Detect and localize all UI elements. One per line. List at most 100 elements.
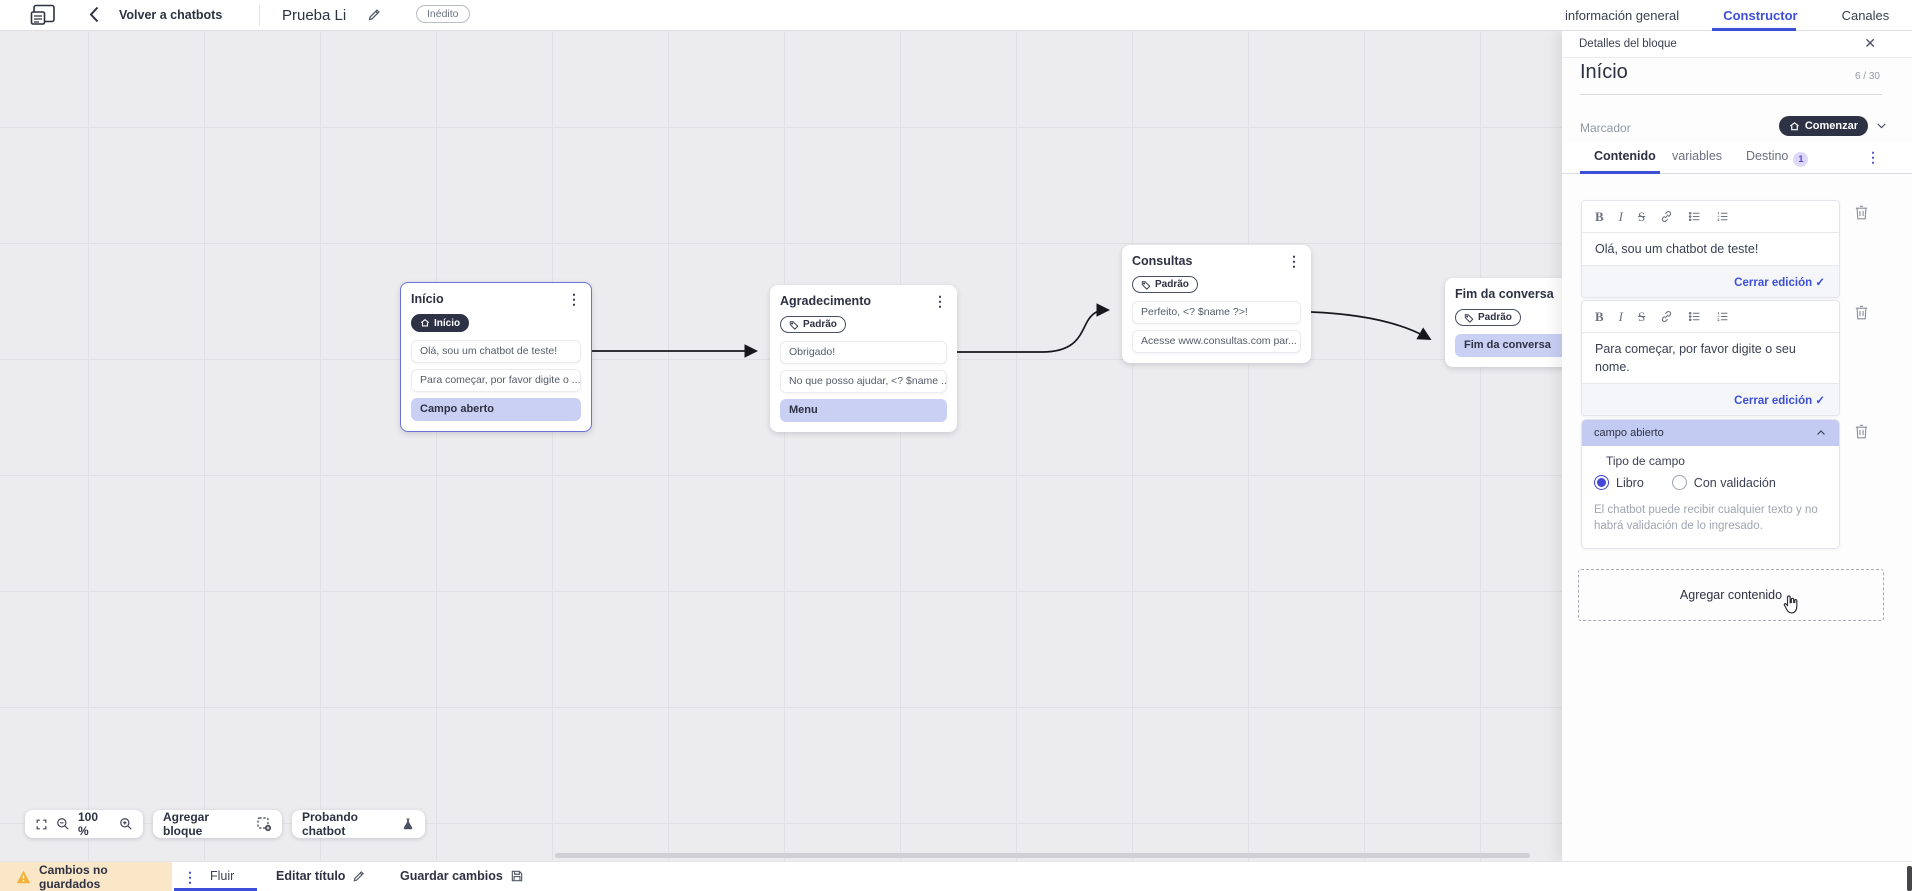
zoom-out-icon[interactable]	[56, 817, 70, 831]
add-content-button[interactable]: Agregar contenido	[1578, 569, 1884, 621]
trash-icon[interactable]	[1854, 204, 1869, 221]
mouse-cursor-hand	[1780, 593, 1800, 617]
message-text[interactable]: Para começar, por favor digite o seu nom…	[1595, 342, 1796, 374]
close-edit-button[interactable]: Cerrar edición ✓	[1734, 276, 1825, 289]
flow-connectors	[592, 303, 1432, 358]
block-row-open-field[interactable]: Campo aberto	[411, 398, 581, 421]
block-title: Consultas	[1132, 254, 1193, 268]
window-vertical-scrollbar[interactable]	[1907, 866, 1912, 891]
chevron-up-icon[interactable]	[1815, 427, 1827, 439]
active-panel-tab-underline	[1580, 171, 1660, 174]
radio-con-validacion-label[interactable]: Con validación	[1693, 475, 1776, 490]
trash-icon[interactable]	[1854, 423, 1869, 440]
home-icon	[1789, 121, 1799, 130]
bold-icon[interactable]: B	[1595, 309, 1604, 324]
tab-constructor[interactable]: Constructor	[1723, 7, 1798, 23]
block-row-message[interactable]: No que posso ajudar, <? $name ...	[780, 370, 947, 393]
block-row-menu[interactable]: Menu	[780, 399, 947, 422]
italic-icon[interactable]: I	[1618, 209, 1624, 224]
bold-icon[interactable]: B	[1595, 209, 1604, 224]
char-counter: 6 / 30	[1854, 71, 1880, 82]
open-field-header[interactable]: campo abierto	[1582, 420, 1839, 446]
default-badge: Padrão	[1455, 309, 1521, 326]
numbered-list-icon[interactable]	[1716, 210, 1729, 223]
pencil-icon	[353, 871, 365, 882]
flow-tab[interactable]: Fluir	[210, 869, 235, 883]
save-changes-button[interactable]: Guardar cambios	[400, 869, 524, 883]
edit-title-button[interactable]: Editar título	[276, 869, 366, 883]
bottom-bar: Cambios no guardados ⋮ Fluir Editar títu…	[0, 861, 1912, 891]
default-badge: Padrão	[780, 316, 846, 333]
numbered-list-icon[interactable]	[1716, 310, 1729, 323]
back-to-chatbots-link[interactable]: Volver a chatbots	[119, 8, 223, 22]
field-help-text: El chatbot puede recibir cualquier texto…	[1594, 504, 1818, 532]
field-type-label: Tipo de campo	[1606, 454, 1685, 468]
flow-canvas[interactable]: Início ⋮ Início Olá, sou um chatbot de t…	[0, 31, 1562, 861]
italic-icon[interactable]: I	[1618, 309, 1624, 324]
flow-tab-kebab-icon[interactable]: ⋮	[183, 869, 197, 885]
block-row-message[interactable]: Obrigado!	[780, 341, 947, 364]
link-icon[interactable]	[1660, 210, 1673, 223]
close-icon[interactable]: ✕	[1864, 35, 1876, 51]
back-chevron-icon[interactable]	[89, 6, 99, 23]
flow-block-consultas[interactable]: Consultas ⋮ Padrão Perfeito, <? $name ?>…	[1122, 245, 1311, 363]
marker-label: Marcador	[1580, 121, 1631, 135]
message-text[interactable]: Olá, sou um chatbot de teste!	[1595, 242, 1759, 256]
block-title: Agradecimento	[780, 294, 871, 308]
tab-contenido[interactable]: Contenido	[1594, 149, 1656, 163]
test-chatbot-button[interactable]: Probando chatbot	[292, 810, 425, 838]
link-icon[interactable]	[1660, 310, 1673, 323]
edit-title-pencil-icon[interactable]	[367, 7, 382, 22]
zoom-in-icon[interactable]	[119, 817, 133, 831]
tab-variables[interactable]: variables	[1672, 149, 1723, 163]
block-name-input[interactable]: Início	[1580, 61, 1882, 95]
radio-con-validacion[interactable]	[1671, 475, 1687, 490]
flow-block-agradecimento[interactable]: Agradecimento ⋮ Padrão Obrigado! No que …	[770, 285, 957, 432]
flow-block-inicio[interactable]: Início ⋮ Início Olá, sou um chatbot de t…	[400, 282, 592, 432]
chevron-down-icon[interactable]	[1875, 119, 1888, 132]
app-logo	[30, 4, 56, 27]
zoom-level: 100 %	[78, 810, 99, 838]
open-field-card: campo abierto Tipo de campo Libro Con va…	[1581, 419, 1840, 549]
tab-informacion-general[interactable]: información general	[1565, 7, 1680, 23]
active-tab-underline	[1712, 28, 1796, 31]
block-row-message[interactable]: Olá, sou um chatbot de teste!	[411, 340, 581, 363]
add-block-label: Agregar bloque	[163, 810, 210, 838]
radio-libro[interactable]	[1594, 475, 1609, 490]
status-badge: Inédito	[416, 5, 470, 23]
add-block-button[interactable]: Agregar bloque	[153, 810, 282, 838]
bullet-list-icon[interactable]	[1688, 210, 1701, 223]
block-row-message[interactable]: Para começar, por favor digite o ...	[411, 369, 581, 392]
block-kebab-icon[interactable]: ⋮	[567, 291, 581, 307]
block-row-end[interactable]: Fim da conversa	[1455, 334, 1562, 357]
tag-icon	[1464, 313, 1474, 323]
tab-canales[interactable]: Canales	[1841, 7, 1890, 23]
chatbot-title[interactable]: Prueba Li	[282, 7, 347, 24]
panel-header: Detalles del bloque ✕	[1562, 31, 1912, 58]
block-kebab-icon[interactable]: ⋮	[933, 293, 947, 309]
block-row-message[interactable]: Acesse www.consultas.com par...	[1132, 330, 1301, 353]
strikethrough-icon[interactable]: S	[1638, 309, 1646, 324]
block-row-message[interactable]: Perfeito, <? $name ?>!	[1132, 301, 1301, 324]
add-content-label: Agregar contenido	[1679, 588, 1783, 602]
close-edit-button[interactable]: Cerrar edición ✓	[1734, 394, 1825, 407]
warning-icon	[16, 870, 31, 884]
radio-libro-label[interactable]: Libro	[1616, 475, 1644, 490]
bullet-list-icon[interactable]	[1688, 310, 1701, 323]
canvas-horizontal-scrollbar[interactable]	[555, 853, 1530, 858]
header-divider	[259, 5, 260, 26]
zoom-controls: 100 %	[25, 810, 143, 838]
default-badge: Padrão	[1132, 276, 1198, 293]
block-details-panel: Detalles del bloque ✕ Início 6 / 30 Marc…	[1562, 31, 1912, 861]
panel-kebab-icon[interactable]: ⋮	[1866, 149, 1880, 165]
block-kebab-icon[interactable]: ⋮	[1287, 253, 1301, 269]
block-title: Fim da conversa	[1455, 287, 1554, 301]
marker-value-pill[interactable]: Comenzar	[1778, 116, 1868, 136]
flask-icon	[401, 817, 415, 831]
fullscreen-icon[interactable]	[35, 818, 48, 831]
strikethrough-icon[interactable]: S	[1638, 209, 1646, 224]
flow-block-fim-da-conversa[interactable]: Fim da conversa Padrão Fim da conversa	[1445, 278, 1562, 367]
trash-icon[interactable]	[1854, 304, 1869, 321]
